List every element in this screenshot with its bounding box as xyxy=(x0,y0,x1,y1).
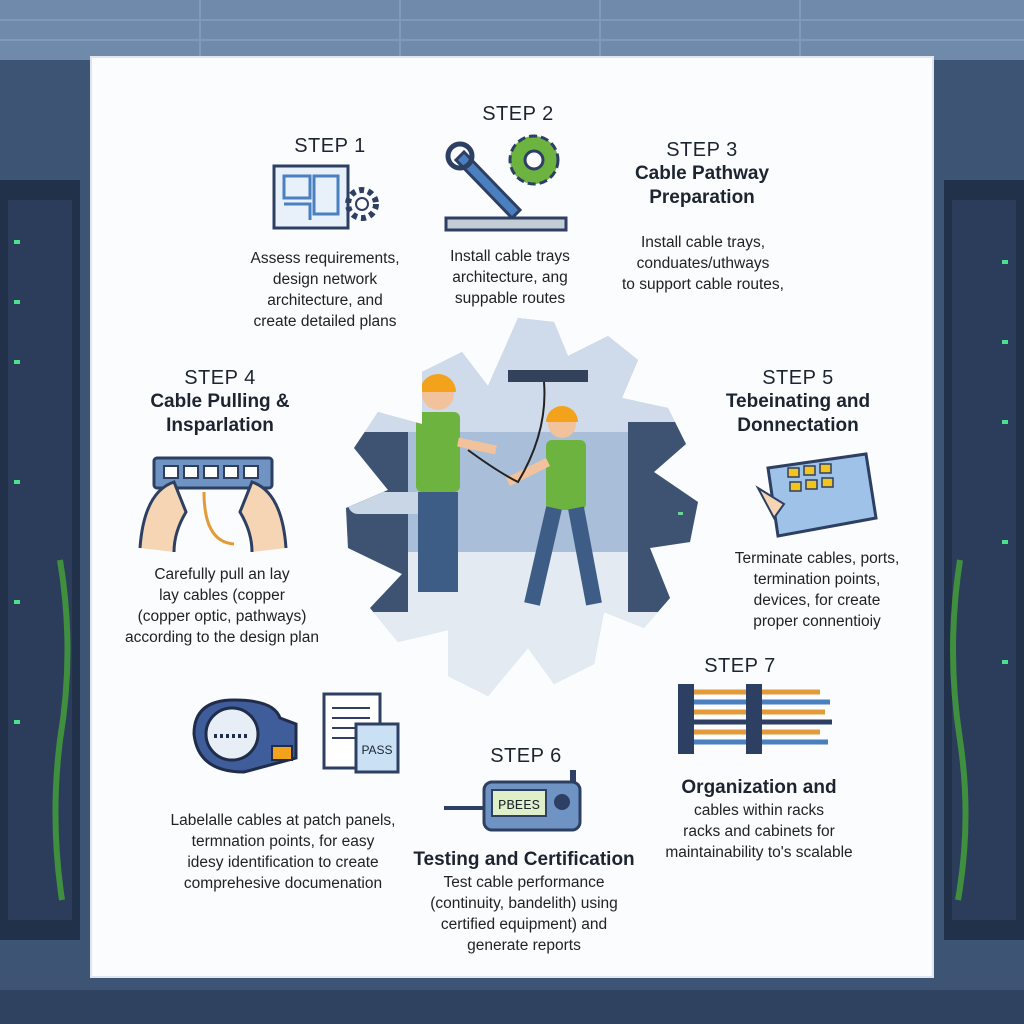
step-4-title-line: Cable Pulling & xyxy=(150,391,290,412)
wrench-gear-icon xyxy=(444,134,568,232)
step-6-title-line: Testing and Certification xyxy=(413,849,635,870)
step-1-desc-line: design network xyxy=(272,271,378,288)
step-6-desc-line: generate reports xyxy=(467,937,581,954)
step-4-description: Carefully pull an lay lay cables (copper… xyxy=(104,564,340,648)
step-7: STEP 7 xyxy=(640,654,840,678)
labeling-desc-line: Labelalle cables at patch panels, xyxy=(170,812,396,829)
step-6-label: STEP 6 xyxy=(490,745,562,767)
step-6-text: Testing and Certification Test cable per… xyxy=(396,848,652,956)
step-2: STEP 2 xyxy=(418,102,618,126)
step-3-label: STEP 3 xyxy=(666,139,738,161)
step-1-desc-line: create detailed plans xyxy=(253,313,397,330)
cable-tester-icon: PBEES xyxy=(444,770,582,832)
step-1-description: Assess requirements, design network arch… xyxy=(220,248,430,332)
step-7-text: Organization and cables within racks rac… xyxy=(644,776,874,863)
step-5-desc-line: proper connentioiy xyxy=(753,613,881,630)
labeling-desc-line: idesy identification to create xyxy=(187,854,379,871)
blueprint-gear-icon xyxy=(272,164,379,230)
step-5-label: STEP 5 xyxy=(762,367,834,389)
left-server-rack xyxy=(0,180,80,940)
step-6-desc-line: Test cable performance xyxy=(443,874,605,891)
step-7-label: STEP 7 xyxy=(704,655,776,677)
step-3-desc-line: Install cable trays, xyxy=(640,234,766,251)
step-5-title-line: Donnectation xyxy=(737,415,859,436)
step-1-label: STEP 1 xyxy=(294,135,366,157)
step-4-title-line: Insparlation xyxy=(166,415,274,436)
technicians-illustration xyxy=(346,318,698,696)
labeling-description: Labelalle cables at patch panels, termna… xyxy=(148,810,418,894)
step-7-title-line: Organization and xyxy=(681,777,837,798)
step-5-description: Terminate cables, ports, termination poi… xyxy=(712,548,922,632)
hands-patch-panel-icon xyxy=(138,456,288,553)
step-4: STEP 4 Cable Pulling & Insparlation xyxy=(120,366,320,438)
step-4-desc-line: lay cables (copper xyxy=(159,587,285,604)
step-3-desc-line: to support cable routes, xyxy=(622,276,784,293)
tester-display: PBEES xyxy=(498,798,540,814)
labeling-desc-line: comprehesive documenation xyxy=(183,875,383,892)
step-2-label: STEP 2 xyxy=(482,103,554,125)
step-2-desc-line: suppable routes xyxy=(454,290,566,307)
step-4-desc-line: Carefully pull an lay xyxy=(154,566,290,583)
label-printer-icon xyxy=(192,698,298,774)
step-5-desc-line: Terminate cables, ports, xyxy=(734,550,900,567)
step-3-description: Install cable trays, conduates/uthways t… xyxy=(596,232,810,295)
step-5-desc-line: devices, for create xyxy=(753,592,881,609)
step-7-desc-line: racks and cabinets for xyxy=(683,823,835,840)
step-3-title-line: Cable Pathway xyxy=(634,163,770,184)
step-5-title-line: Tebeinating and xyxy=(725,391,871,412)
step-2-description: Install cable trays architecture, ang su… xyxy=(410,246,610,309)
step-3: STEP 3 Cable Pathway Preparation xyxy=(590,138,814,210)
pass-document-icon: PASS xyxy=(322,692,400,774)
step-6: STEP 6 xyxy=(426,744,626,768)
step-1-desc-line: architecture, and xyxy=(267,292,383,309)
step-1: STEP 1 xyxy=(230,134,430,158)
step-1-desc-line: Assess requirements, xyxy=(250,250,400,267)
step-4-desc-line: according to the design plan xyxy=(125,629,319,646)
pass-label: PASS xyxy=(361,743,392,757)
step-2-desc-line: architecture, ang xyxy=(452,269,568,286)
step-2-desc-line: Install cable trays xyxy=(450,248,570,265)
step-3-title-line: Preparation xyxy=(649,187,755,208)
right-server-rack xyxy=(944,180,1024,940)
step-5: STEP 5 Tebeinating and Donnectation xyxy=(698,366,898,438)
cable-bundle-icon xyxy=(678,684,832,754)
step-6-desc-line: (continuity, bandelith) using xyxy=(430,895,618,912)
step-5-desc-line: termination points, xyxy=(753,571,881,588)
step-3-desc-line: conduates/uthways xyxy=(636,255,770,272)
step-6-desc-line: certified equipment) and xyxy=(440,916,608,933)
step-4-desc-line: (copper optic, pathways) xyxy=(137,608,307,625)
step-7-desc-line: cables within racks xyxy=(693,802,825,819)
step-7-desc-line: maintainability to's scalable xyxy=(665,844,853,861)
labeling-desc-line: termnation points, for easy xyxy=(191,833,375,850)
step-4-label: STEP 4 xyxy=(184,367,256,389)
circuit-board-icon xyxy=(755,452,878,538)
